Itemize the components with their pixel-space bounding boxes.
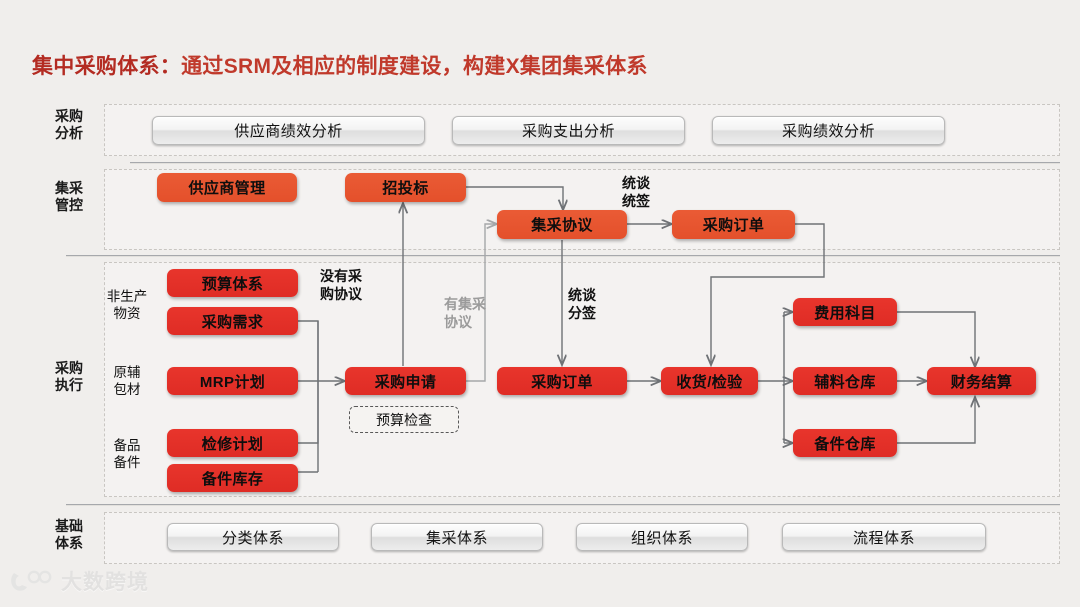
execution-box-spare-warehouse[interactable]: 备件仓库 bbox=[793, 429, 897, 457]
execution-box-label: 检修计划 bbox=[201, 435, 264, 453]
category-label-non-production: 非生产 物资 bbox=[106, 289, 148, 321]
control-box-label: 采购订单 bbox=[702, 217, 765, 234]
foundation-button-group-procurement-system[interactable]: 集采体系 bbox=[371, 523, 543, 551]
analysis-button-procurement-performance[interactable]: 采购绩效分析 bbox=[712, 116, 945, 145]
annotation-unified-negotiation-separate-sign: 统谈 分签 bbox=[568, 287, 596, 321]
category-label-raw-packaging: 原辅 包材 bbox=[113, 365, 141, 397]
control-box-supplier-management[interactable]: 供应商管理 bbox=[157, 173, 297, 202]
foundation-button-classification-system[interactable]: 分类体系 bbox=[167, 523, 339, 551]
execution-box-label: 备件仓库 bbox=[814, 435, 876, 453]
execution-box-label: 财务结算 bbox=[950, 373, 1013, 391]
execution-box-spare-inventory[interactable]: 备件库存 bbox=[167, 464, 298, 492]
control-box-purchase-order[interactable]: 采购订单 bbox=[672, 210, 795, 239]
execution-box-label: 备件库存 bbox=[201, 470, 264, 488]
page-title-strong: 集中采购体系： bbox=[32, 55, 182, 78]
wire-request-to-agreement bbox=[466, 224, 497, 382]
analysis-button-label: 供应商绩效分析 bbox=[234, 123, 343, 140]
execution-box-label: MRP计划 bbox=[199, 373, 266, 391]
execution-box-purchase-request[interactable]: 采购申请 bbox=[345, 367, 466, 395]
watermark-text: 大数跨境 bbox=[61, 571, 149, 594]
foundation-button-process-system[interactable]: 流程体系 bbox=[782, 523, 986, 551]
foundation-button-label: 流程体系 bbox=[852, 529, 915, 547]
wire-bidding-to-agreement bbox=[466, 186, 563, 210]
separator-3 bbox=[66, 504, 1060, 506]
execution-box-label: 辅料仓库 bbox=[814, 373, 876, 391]
annotation-no-purchase-agreement: 没有采 购协议 bbox=[320, 268, 362, 302]
band-label-execution: 采购 执行 bbox=[55, 360, 83, 393]
execution-box-label: 费用科目 bbox=[814, 304, 876, 322]
band-label-foundation: 基础 体系 bbox=[55, 518, 83, 551]
wire-spare-to-settlement bbox=[897, 397, 975, 444]
page-title-rest: 通过SRM及相应的制度建设，构建X集团集采体系 bbox=[181, 55, 648, 78]
execution-box-expense-account[interactable]: 费用科目 bbox=[793, 298, 897, 326]
execution-box-purchase-requirement[interactable]: 采购需求 bbox=[167, 307, 298, 335]
wire-order-control-to-receiving bbox=[711, 223, 825, 365]
execution-box-label: 预算体系 bbox=[201, 275, 264, 293]
control-box-label: 集采协议 bbox=[531, 217, 593, 234]
execution-box-label: 采购申请 bbox=[374, 373, 437, 391]
page-title: 集中采购体系：通过SRM及相应的制度建设，构建X集团集采体系 bbox=[32, 50, 648, 80]
execution-box-label: 收货/检验 bbox=[676, 373, 743, 391]
execution-box-receiving-inspection[interactable]: 收货/检验 bbox=[661, 367, 758, 395]
execution-box-financial-settlement[interactable]: 财务结算 bbox=[927, 367, 1036, 395]
wire-sources-bus bbox=[298, 320, 319, 444]
analysis-button-supplier-performance[interactable]: 供应商绩效分析 bbox=[152, 116, 425, 145]
execution-box-purchase-order[interactable]: 采购订单 bbox=[497, 367, 627, 395]
execution-box-label: 预算检查 bbox=[376, 411, 432, 428]
foundation-button-label: 分类体系 bbox=[221, 529, 284, 547]
analysis-button-label: 采购绩效分析 bbox=[781, 123, 875, 140]
wire-expense-to-settlement bbox=[897, 311, 975, 367]
control-box-bidding[interactable]: 招投标 bbox=[345, 173, 466, 202]
control-box-label: 招投标 bbox=[382, 180, 429, 197]
execution-box-auxiliary-warehouse[interactable]: 辅料仓库 bbox=[793, 367, 897, 395]
annotation-has-group-agreement: 有集采 协议 bbox=[444, 296, 486, 330]
execution-box-label: 采购订单 bbox=[531, 373, 593, 391]
separator-1 bbox=[130, 162, 1060, 164]
annotation-unified-negotiation-sign: 统谈 统签 bbox=[622, 175, 650, 209]
bird-logo-icon bbox=[11, 570, 52, 591]
execution-box-label: 采购需求 bbox=[201, 313, 264, 331]
category-label-spare-parts: 备品 备件 bbox=[113, 438, 141, 470]
foundation-button-label: 集采体系 bbox=[425, 529, 488, 547]
band-label-control: 集采 管控 bbox=[55, 180, 83, 213]
control-box-label: 供应商管理 bbox=[188, 180, 266, 197]
analysis-button-label: 采购支出分析 bbox=[521, 123, 615, 140]
execution-box-mrp-plan[interactable]: MRP计划 bbox=[167, 367, 298, 395]
band-label-analysis: 采购 分析 bbox=[55, 108, 83, 141]
execution-box-budget-check[interactable]: 预算检查 bbox=[349, 406, 459, 433]
foundation-button-label: 组织体系 bbox=[630, 529, 693, 547]
execution-box-budget-system[interactable]: 预算体系 bbox=[167, 269, 298, 297]
analysis-button-spend[interactable]: 采购支出分析 bbox=[452, 116, 685, 145]
control-box-group-agreement[interactable]: 集采协议 bbox=[497, 210, 627, 239]
separator-2 bbox=[66, 255, 1060, 257]
foundation-button-organization-system[interactable]: 组织体系 bbox=[576, 523, 748, 551]
watermark: 大数跨境 bbox=[8, 566, 149, 596]
execution-box-maintenance-plan[interactable]: 检修计划 bbox=[167, 429, 298, 457]
